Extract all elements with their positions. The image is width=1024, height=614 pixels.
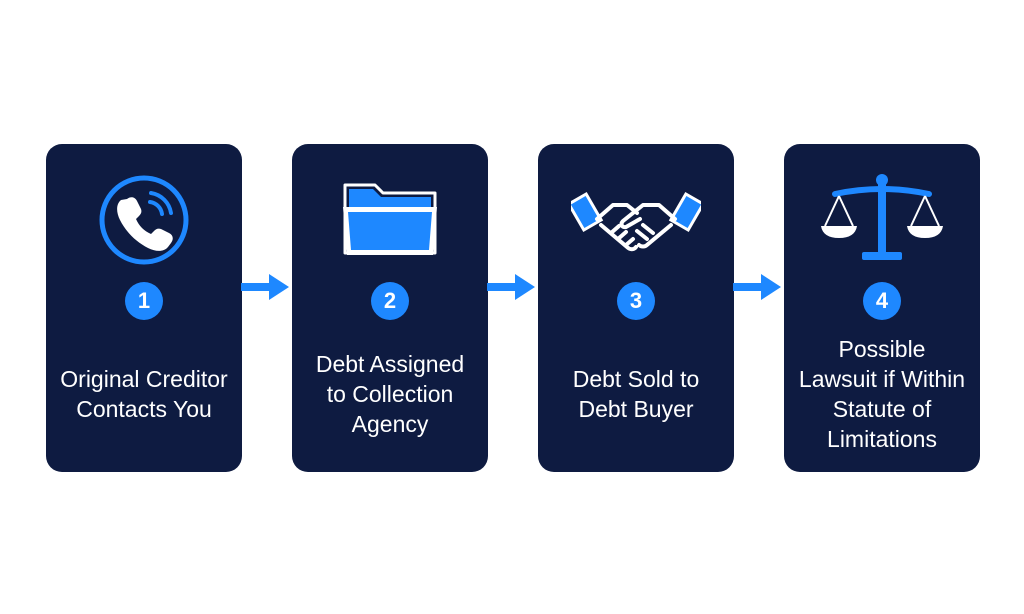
arrow-right-icon — [487, 274, 535, 300]
step-number-2: 2 — [371, 282, 409, 320]
arrow-right-icon — [733, 274, 781, 300]
step-label-2: Debt Assigned to Collection Agency — [315, 351, 465, 437]
step-card-3: 3 Debt Sold to Debt Buyer — [538, 144, 734, 472]
step-number-4: 4 — [863, 282, 901, 320]
step-label-1: Original Creditor Contacts You — [60, 366, 228, 422]
step-card-4: 4 Possible Lawsuit if Within Statute of … — [784, 144, 980, 472]
step-label-4: Possible Lawsuit if Within Statute of Li… — [798, 336, 966, 452]
step-label-3: Debt Sold to Debt Buyer — [572, 366, 700, 422]
step-number-1: 1 — [125, 282, 163, 320]
arrow-right-icon — [241, 274, 289, 300]
phone-call-icon — [46, 170, 242, 270]
step-card-1: 1 Original Creditor Contacts You — [46, 144, 242, 472]
folder-icon — [292, 170, 488, 270]
scales-of-justice-icon — [784, 170, 980, 270]
handshake-icon — [538, 170, 734, 270]
step-card-2: 2 Debt Assigned to Collection Agency — [292, 144, 488, 472]
step-number-3: 3 — [617, 282, 655, 320]
